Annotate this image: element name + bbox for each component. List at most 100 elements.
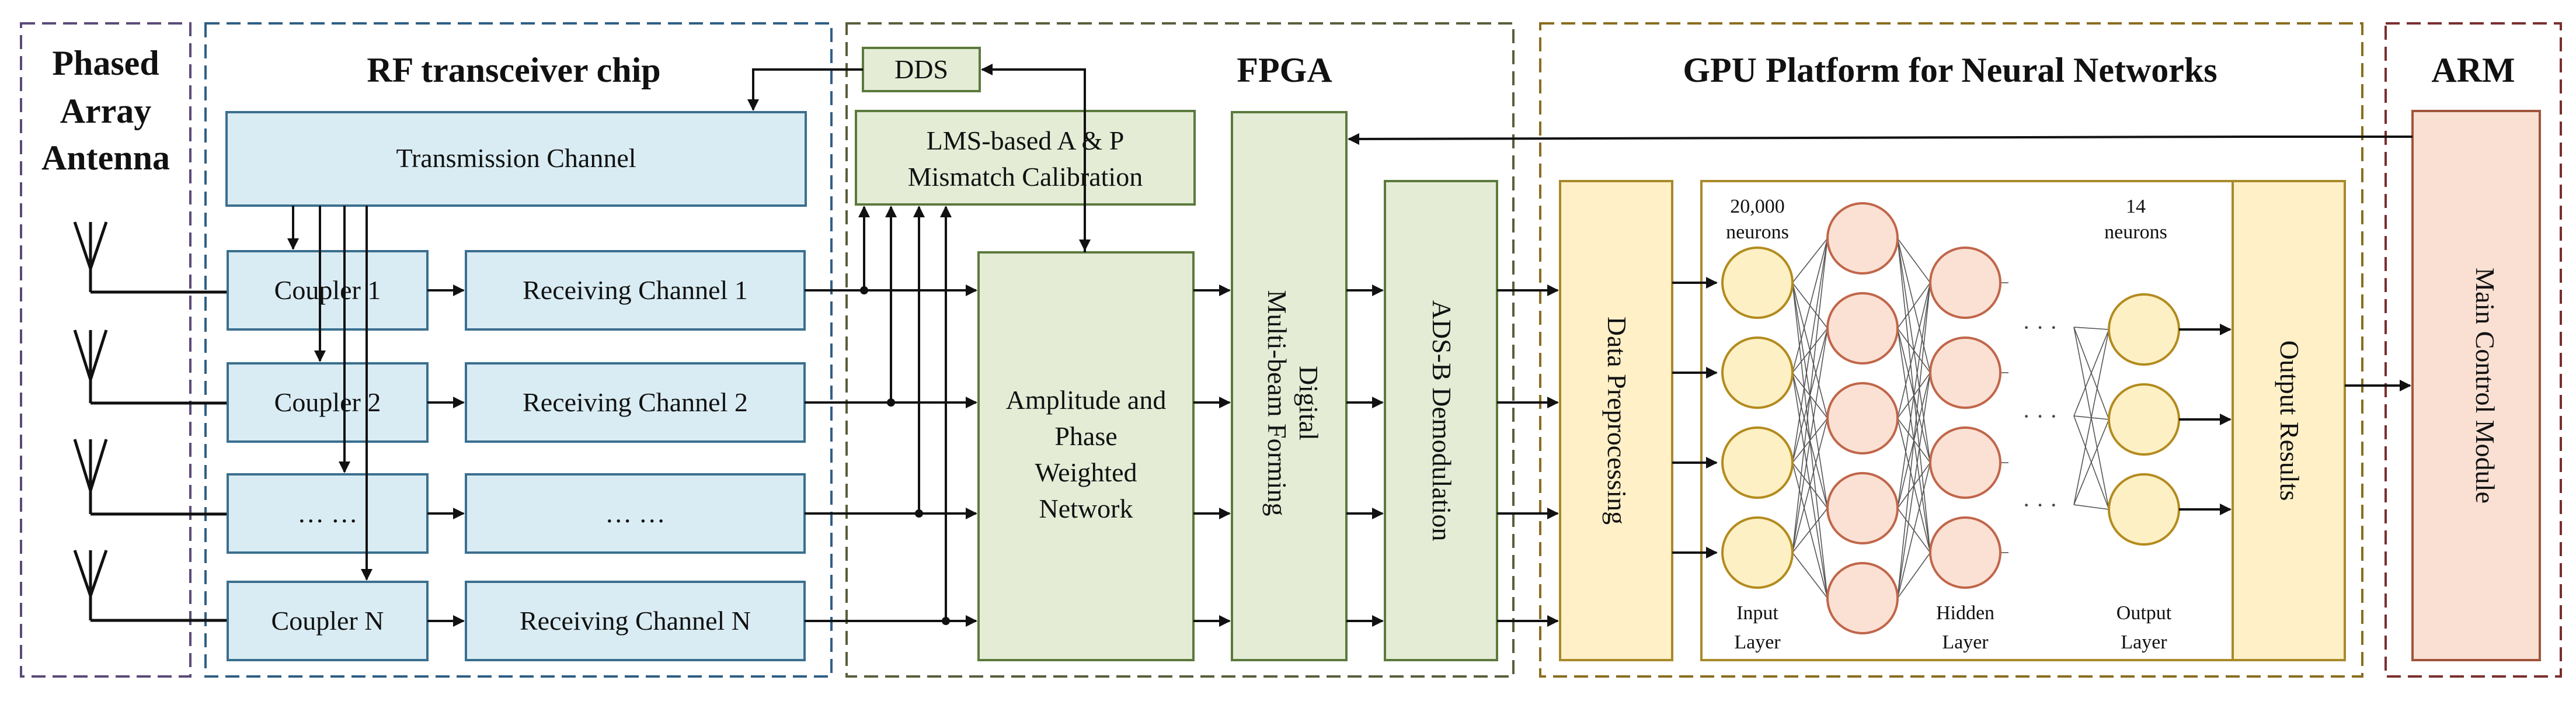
antenna-icon xyxy=(73,550,227,622)
multibeam-forming-box xyxy=(1231,111,1348,661)
input-neuron xyxy=(1721,426,1794,499)
input-neuron xyxy=(1721,336,1794,409)
network-connection xyxy=(1792,238,1828,553)
network-connection xyxy=(2073,504,2109,510)
antenna-icon xyxy=(73,329,227,405)
rf-section-border xyxy=(204,22,833,678)
network-connection xyxy=(1897,552,1931,599)
network-connection xyxy=(1897,282,1931,419)
output-neurons-word: neurons xyxy=(2104,221,2167,243)
antenna-title-line-1: Phased xyxy=(52,44,159,82)
hidden-neuron xyxy=(1929,516,2001,589)
rf-section-title: RF transceiver chip xyxy=(367,51,660,89)
coupler-ellipsis-box xyxy=(227,473,429,554)
hidden-neuron xyxy=(1826,382,1899,454)
weighted-network-box xyxy=(977,251,1195,661)
network-connection xyxy=(1792,418,1828,553)
weighted-to-beam-arrows xyxy=(1193,284,1231,627)
receiving-channel-2-label: Receiving Channel 2 xyxy=(523,387,748,417)
network-connection xyxy=(1897,282,1931,329)
receiving-channel-2-box xyxy=(465,362,806,443)
lms-calibration-line-1: LMS-based A & P xyxy=(927,126,1125,155)
network-connection xyxy=(2073,327,2109,330)
transmission-channel-box xyxy=(225,111,807,207)
data-preprocessing-label: Data Preprocessing xyxy=(1602,317,1632,525)
hidden-ellipsis-3: · · · xyxy=(2022,492,2058,518)
data-preprocessing-box xyxy=(1559,180,1673,661)
antenna-section-border xyxy=(20,22,192,678)
output-layer-line-1: Output xyxy=(2117,602,2172,624)
network-connection xyxy=(1897,462,1931,599)
output-layer-line-2: Layer xyxy=(2121,631,2167,653)
output-to-results-arrows xyxy=(2179,324,2232,515)
hidden-layer-line-1: Hidden xyxy=(1936,602,1994,624)
input-layer-line-2: Layer xyxy=(1734,631,1781,653)
weighted-network-line-4: Network xyxy=(1039,494,1133,523)
coupler-n-label: Coupler N xyxy=(271,606,384,636)
hidden-neuron xyxy=(1826,472,1899,544)
weighted-network-line-1: Amplitude and xyxy=(1006,385,1167,415)
input-neurons-count: 20,000 xyxy=(1730,196,1785,217)
lms-calibration-box xyxy=(855,110,1196,206)
network-connections xyxy=(1792,238,2109,599)
multibeam-forming-line-1: Digital xyxy=(1294,366,1324,440)
coupler-2-box xyxy=(227,362,429,443)
hidden-ellipsis-2: · · · xyxy=(2022,403,2058,429)
hidden-layer-line-2: Layer xyxy=(1942,631,1989,653)
antenna-icon xyxy=(73,439,227,516)
network-connection xyxy=(1792,328,1828,553)
coupler-n-box xyxy=(227,581,429,661)
arm-links xyxy=(1348,133,2413,391)
hidden-ellipsis-1: · · · xyxy=(2022,314,2058,341)
hidden-neuron xyxy=(1929,247,2001,319)
network-connection xyxy=(1897,282,1931,599)
coupler-ellipsis-label: … … xyxy=(297,498,358,528)
output-neurons-count: 14 xyxy=(2126,196,2146,217)
output-neuron xyxy=(2108,473,2180,546)
network-connection xyxy=(1792,552,1828,599)
network-connection xyxy=(1897,238,1931,283)
arm-section-title: ARM xyxy=(2431,51,2515,89)
network-connection xyxy=(1792,508,1828,553)
output-neuron xyxy=(2108,293,2180,366)
network-connection xyxy=(1792,238,1828,373)
network-connection xyxy=(2073,329,2109,505)
network-neurons xyxy=(1721,202,2180,634)
hidden-neuron xyxy=(1929,336,2001,409)
preprocessing-to-input-arrows xyxy=(1672,277,1718,558)
receiving-channel-n-label: Receiving Channel N xyxy=(520,606,751,636)
antenna-icon xyxy=(73,221,227,294)
coupler-2-label: Coupler 2 xyxy=(274,387,381,417)
beam-to-adsb-arrows xyxy=(1346,284,1384,627)
adsb-to-gpu-arrows xyxy=(1497,284,1559,627)
weighted-network-line-3: Weighted xyxy=(1035,457,1137,487)
network-connection xyxy=(1792,238,1828,283)
receiving-channel-n-box xyxy=(465,581,806,661)
antenna-title-line-2: Array xyxy=(60,92,152,130)
input-neuron xyxy=(1721,516,1794,589)
gpu-section-border xyxy=(1539,22,2363,678)
receiving-channel-ellipsis-box xyxy=(465,473,806,554)
hidden-neuron xyxy=(1826,562,1899,634)
lms-calibration-line-2: Mismatch Calibration xyxy=(908,162,1143,192)
multibeam-forming-line-2: Multi-beam Forming xyxy=(1262,290,1292,516)
gpu-section-title: GPU Platform for Neural Networks xyxy=(1683,51,2217,89)
fpga-section-title: FPGA xyxy=(1237,51,1332,89)
output-neuron xyxy=(2108,383,2180,456)
receiving-channel-1-label: Receiving Channel 1 xyxy=(523,275,748,305)
network-connection xyxy=(1792,238,1828,463)
network-connection xyxy=(1897,372,1931,599)
network-connection xyxy=(1897,282,1931,509)
main-control-box xyxy=(2411,110,2541,661)
receiving-channel-1-box xyxy=(465,250,806,331)
input-neuron xyxy=(1721,247,1794,319)
arm-section-border xyxy=(2384,22,2562,678)
network-connection xyxy=(2073,329,2109,417)
hidden-neuron xyxy=(1826,202,1899,275)
coupler-to-receiver-arrows xyxy=(427,284,465,627)
fpga-section-border xyxy=(845,22,1515,678)
receiving-channel-ellipsis-label: … … xyxy=(605,498,666,528)
dds-label: DDS xyxy=(894,54,948,84)
main-control-label: Main Control Module xyxy=(2470,268,2500,504)
